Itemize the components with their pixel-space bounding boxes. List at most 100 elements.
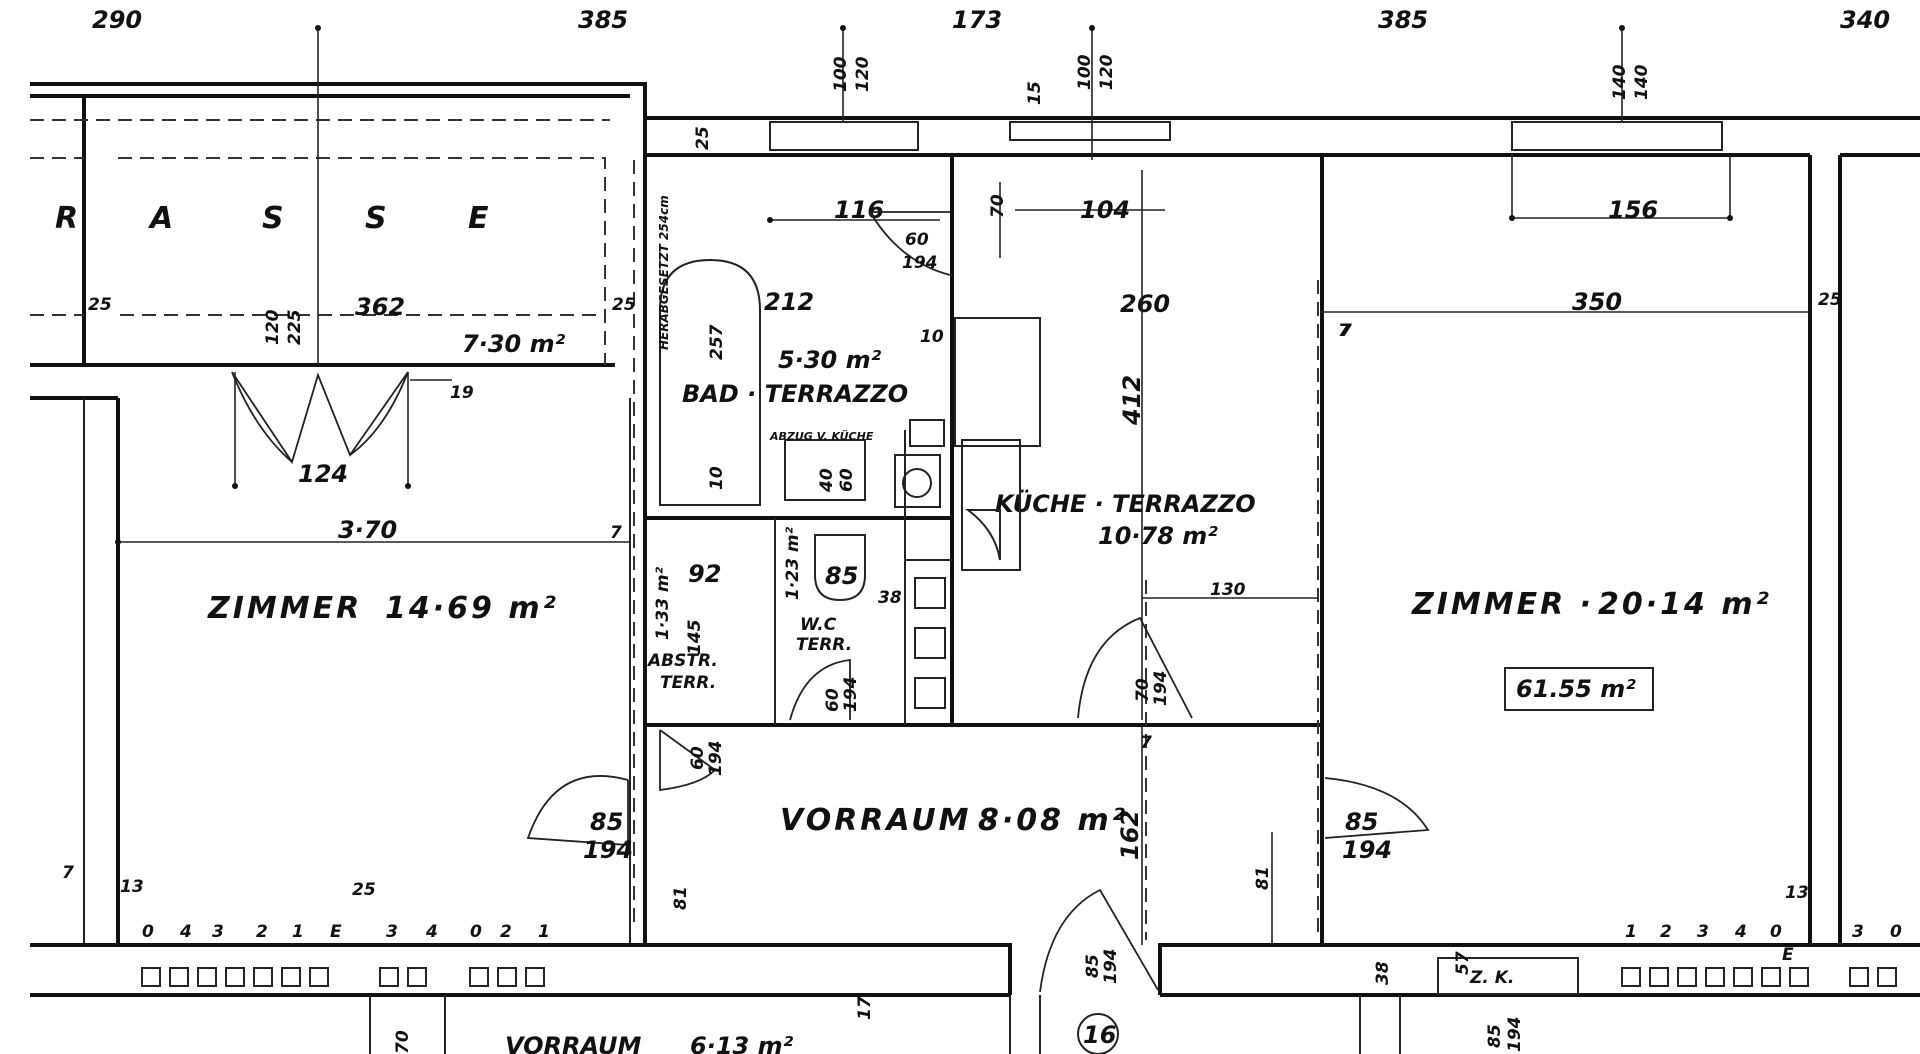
bathtub xyxy=(659,258,761,506)
kitchen-cabinet xyxy=(954,317,1041,447)
room-left-door-b: 194 xyxy=(583,836,633,864)
kitchen-door[interactable] xyxy=(1077,616,1193,719)
wc-door[interactable] xyxy=(789,658,851,721)
kitchen-window xyxy=(1009,121,1171,141)
room-right-wall xyxy=(1808,155,1842,945)
terrace-railing xyxy=(30,119,610,365)
wc-door-b: 194 xyxy=(841,677,861,713)
wc-name-a: W.C xyxy=(800,615,837,635)
lower-partitions xyxy=(369,995,1401,1054)
room-right-door-b: 194 xyxy=(1342,836,1392,864)
terrace-outline xyxy=(30,82,647,945)
terrace-letter-r: R xyxy=(55,201,81,236)
vorraum-name: VORRAUM · xyxy=(780,803,999,838)
room-left-door-a: 85 xyxy=(590,808,623,836)
bath-wall-right: 10 xyxy=(920,327,944,347)
bath-door[interactable] xyxy=(869,211,951,276)
room-left-door[interactable] xyxy=(526,775,629,846)
hidden-lines xyxy=(633,160,1319,940)
duct xyxy=(784,439,866,501)
wc-room: 85 1·23 m² 38 W.C TERR. 60 194 xyxy=(783,526,902,721)
terrace-letter-s1: S xyxy=(262,201,287,236)
vorraum-height: 81 xyxy=(671,886,691,910)
scale-left-3: 2 xyxy=(256,922,268,942)
left-room-outer xyxy=(83,398,631,945)
kitchen-wall: 7 xyxy=(1338,321,1350,341)
room-right-door[interactable] xyxy=(1324,777,1430,839)
room-right-wall-left: 7 xyxy=(1340,321,1352,341)
bath-wall-top: 25 xyxy=(693,126,713,150)
heater xyxy=(909,419,945,447)
duct-a: 40 xyxy=(817,468,837,493)
scale-left-6: 3 xyxy=(386,922,398,942)
vorraum-side-door-b: 194 xyxy=(706,741,726,777)
dimension-dots xyxy=(115,25,1733,545)
mark-a: 17 xyxy=(855,996,875,1020)
zk-box xyxy=(1437,957,1579,995)
room-left-width: 3·70 xyxy=(338,516,397,544)
toilet xyxy=(814,534,866,602)
lower-vorraum-area: 6·13 m² xyxy=(690,1032,794,1054)
terrace-area: 7·30 m² xyxy=(462,330,566,358)
terrace-side-right: 25 xyxy=(612,295,636,315)
abstell-name-b: TERR. xyxy=(660,673,716,693)
terrace-door-depth: 19 xyxy=(450,383,474,403)
terrace-double-door[interactable] xyxy=(231,371,409,465)
scale-right-3: 4 xyxy=(1734,922,1747,942)
room-right-window-b: 140 xyxy=(1632,64,1652,100)
zk-label: Z. K. xyxy=(1469,968,1514,988)
abstell-area: 1·33 m² xyxy=(653,566,673,640)
room-right-wall-right: 25 xyxy=(1818,290,1842,310)
room-right-door-a: 85 xyxy=(1345,808,1378,836)
outer-wall-top xyxy=(643,116,1920,945)
scale-right-0: 1 xyxy=(1625,922,1637,942)
scale-right-4: 0 xyxy=(1770,922,1782,942)
scale-right-7: E xyxy=(1782,945,1794,965)
bath-wall-note: HERABGESETZT 254cm xyxy=(657,195,671,350)
scale-left-1: 4 xyxy=(179,922,192,942)
outer-wall-bottom xyxy=(30,943,1920,997)
scale-left-0: 0 xyxy=(142,922,154,942)
bath-area: 5·30 m² xyxy=(778,346,882,374)
bath-window-b: 120 xyxy=(853,56,873,92)
vorraum-depth: 162 xyxy=(1116,810,1144,860)
right-window-bank xyxy=(1621,967,1897,987)
kitchen-width: 260 xyxy=(1120,290,1170,318)
lower-vorraum: VORRAUM xyxy=(505,1032,642,1054)
top-dim-2: 385 xyxy=(578,6,628,34)
kitchen-window-dim xyxy=(999,182,1165,258)
scale-left-10: 1 xyxy=(538,922,550,942)
entry-door-a: 85 xyxy=(1083,954,1103,978)
top-dim-1: 290 xyxy=(92,6,142,34)
room-right-height: 81 xyxy=(1253,866,1273,890)
vorraum-wall: 7 xyxy=(1140,733,1152,753)
bath-door-b: 194 xyxy=(902,253,938,273)
room-left-sill-a: 13 xyxy=(120,877,144,897)
scale-right: 1 2 3 4 0 3 0 E xyxy=(1621,922,1902,987)
bottom-strip: VORRAUM 6·13 m² 16 Z. K. 57 85 194 17 38… xyxy=(393,951,1579,1054)
top-dim-4: 385 xyxy=(1378,6,1428,34)
zk-a: 57 xyxy=(1453,951,1473,975)
top-dim-3: 173 xyxy=(952,6,1002,34)
entry-door[interactable] xyxy=(1039,888,1159,993)
room-right-window xyxy=(1511,121,1723,151)
scale-right-1: 2 xyxy=(1660,922,1672,942)
scale-left-5: E xyxy=(330,922,342,942)
scale-left-7: 4 xyxy=(425,922,438,942)
duct-b: 60 xyxy=(837,468,857,492)
top-dim-5: 340 xyxy=(1840,6,1890,34)
vorraum: VORRAUM · 8·08 m² 162 81 7 60 194 85 194 xyxy=(659,725,1159,993)
vent-2 xyxy=(914,627,946,659)
washbasin-box xyxy=(894,454,941,508)
vorraum-side-door-a: 60 xyxy=(688,746,708,770)
kitchen-sink-counter xyxy=(961,439,1021,571)
window-marks: 100 120 100 120 15 140 140 xyxy=(769,28,1723,160)
bath: 116 212 5·30 m² BAD · TERRAZZO 257 HERAB… xyxy=(657,126,951,508)
vorraum-side-door[interactable] xyxy=(659,729,717,792)
terrace-letter-e: E xyxy=(468,201,492,236)
bath-window-width: 116 xyxy=(834,196,884,224)
wc-side: 38 xyxy=(878,588,902,608)
kitchen-area: 10·78 m² xyxy=(1098,522,1218,550)
scale-right-2: 3 xyxy=(1697,922,1709,942)
